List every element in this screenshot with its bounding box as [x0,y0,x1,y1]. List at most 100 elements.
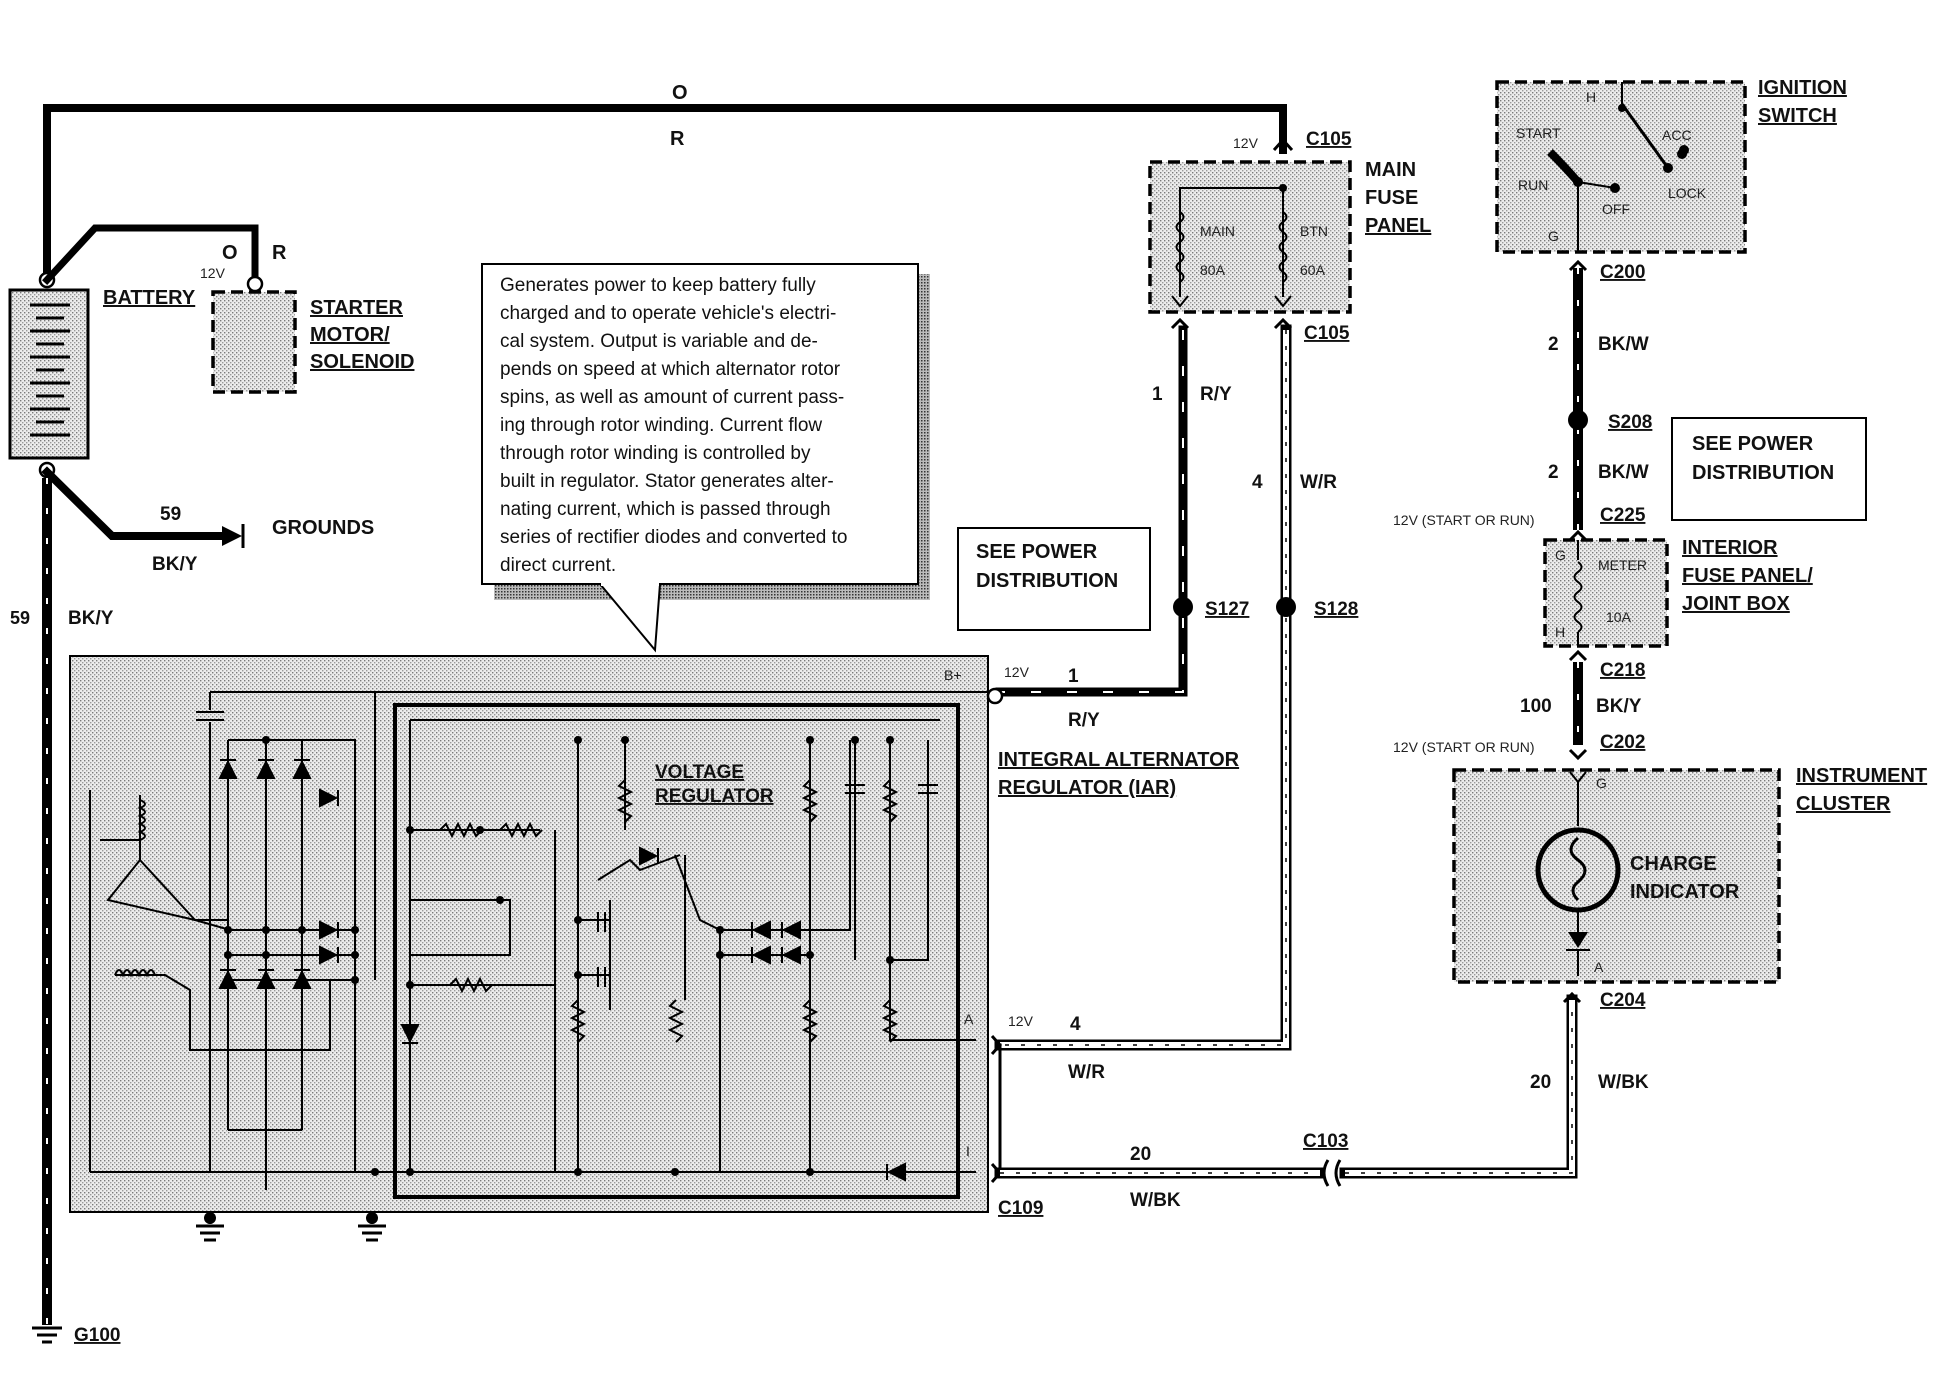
ign-pos-g: G [1548,228,1559,244]
ign-pos-h: H [1586,89,1596,105]
bkw-color: BK/W [1598,334,1649,355]
a-voltage: 12V [1008,1013,1034,1029]
bkw-circuit-2: 2 [1548,462,1559,483]
iar-label-2: REGULATOR (IAR) [998,777,1176,799]
c202-label: C202 [1600,732,1645,753]
cluster-label-1: INSTRUMENT [1796,765,1927,787]
note-line-6: ing through rotor winding. Current flow [500,415,822,436]
alternator-regulator: VOLTAGE REGULATOR B+ A I 12V 1 R/Y 12V 4… [69,655,1240,1242]
c218-label: C218 [1600,660,1645,681]
s208-label: S208 [1608,412,1652,433]
wr-circuit: 4 [1252,472,1263,493]
charge-indicator-label-2: INDICATOR [1630,881,1740,903]
interior-label-1: INTERIOR [1682,537,1778,559]
see-power-distribution-1: SEE POWER DISTRIBUTION [957,527,1151,631]
voltage-regulator-label-1: VOLTAGE [655,762,744,783]
ground-color: BK/Y [68,608,114,629]
ign-pos-start: START [1516,125,1561,141]
starter-wire-o: O [222,242,238,264]
c225-label: C225 [1600,505,1646,526]
main-fuse-conn-top: C105 [1306,129,1352,150]
grounds-color: BK/Y [152,554,198,575]
interior-fuse-rating: 10A [1606,609,1632,625]
starter-solenoid: O R 12V STARTER MOTOR/ SOLENOID [200,242,414,394]
ignition-label-2: SWITCH [1758,105,1837,127]
ignition-label-1: IGNITION [1758,77,1847,99]
ign-pos-off: OFF [1602,201,1630,217]
wr-color: W/R [1300,472,1337,493]
main-fuse-label-2: FUSE [1365,187,1418,209]
battery: BATTERY [8,271,196,479]
charge-indicator-label-1: CHARGE [1630,853,1717,875]
bkw-circuit: 2 [1548,334,1559,355]
interior-pin-h: H [1555,624,1565,640]
cluster-label-2: CLUSTER [1796,793,1891,815]
main-fuse-conn-bottom: C105 [1304,323,1350,344]
ignition-switch: H START ACC RUN OFF LOCK G IGNITION SWIT… [1495,77,1847,283]
starter-label-1: STARTER [310,297,404,319]
interior-label-2: FUSE PANEL/ [1682,565,1813,587]
note-line-1: Generates power to keep battery fully [500,275,816,296]
voltage-regulator-label-2: REGULATOR [655,786,774,807]
starter-label-3: SOLENOID [310,351,414,373]
interior-pin-g: G [1555,547,1566,563]
grounds-branch: 59 BK/Y GROUNDS [41,466,374,575]
wbk-color: W/BK [1598,1072,1649,1093]
battery-ground-wire: 59 BK/Y G100 [10,478,120,1346]
description-note: Generates power to keep battery fully ch… [481,263,930,653]
see-power-2-line-1: SEE POWER [1692,433,1814,455]
starter-wire-r: R [272,242,287,264]
bky-wire: 100 BK/Y 12V (START OR RUN) C202 [1393,662,1645,761]
main-fuse-2-name: BTN [1300,223,1328,239]
s128-label: S128 [1314,599,1358,620]
bkw-wire: 2 BK/W S208 2 BK/W [1548,268,1652,530]
note-line-5: spins, as well as amount of current pass… [500,387,844,408]
wr-wire: 4 W/R S128 [994,324,1358,1051]
b-plus-voltage: 12V [1004,664,1030,680]
grounds-label: GROUNDS [272,517,374,539]
s127-label: S127 [1205,599,1249,620]
note-line-8: built in regulator. Stator generates alt… [500,471,834,492]
interior-label-3: JOINT BOX [1682,593,1790,615]
top-power-wire: O R [43,82,1287,282]
grounds-circuit: 59 [160,504,181,525]
see-power-1-line-2: DISTRIBUTION [976,570,1118,592]
wbk-wire: C103 20 W/BK 20 W/BK [994,994,1649,1211]
see-power-distribution-2: SEE POWER DISTRIBUTION [1671,417,1867,521]
interior-fuse-panel: 12V (START OR RUN) C225 G H METER 10A IN… [1393,505,1813,681]
terminal-b-plus: B+ [944,667,962,683]
battery-label: BATTERY [103,287,196,309]
bkw-color-2: BK/W [1598,462,1649,483]
instrument-cluster: G A CHARGE INDICATOR INSTRUMENT CLUSTER … [1452,765,1927,1011]
wire-color-bottom: R [670,128,685,150]
c204-label: C204 [1600,990,1646,1011]
interior-fuse-name: METER [1598,557,1647,573]
note-line-9: nating current, which is passed through [500,499,831,520]
wire-color-top: O [672,82,688,104]
i-circuit: 20 [1130,1144,1151,1165]
note-line-7: through rotor winding is controlled by [500,443,811,464]
bky-circuit: 100 [1520,696,1552,717]
c200-label: C200 [1600,262,1645,283]
see-power-2-line-2: DISTRIBUTION [1692,462,1834,484]
ground-circuit: 59 [10,608,30,628]
note-line-10: series of rectifier diodes and converted… [500,527,847,548]
note-line-11: direct current. [500,555,616,576]
ground-id: G100 [74,1325,120,1346]
iar-label-1: INTEGRAL ALTERNATOR [998,749,1240,771]
main-fuse-label-3: PANEL [1365,215,1431,237]
note-line-2: charged and to operate vehicle's electri… [500,303,836,324]
ign-pos-run: RUN [1518,177,1548,193]
cluster-pin-a: A [1594,959,1604,975]
cluster-pin-g: G [1596,775,1607,791]
main-fuse-panel: 12V C105 MAIN 80A BTN 60A MAIN FUSE PANE… [1148,129,1431,344]
i-color: W/BK [1130,1190,1181,1211]
ign-pos-lock: LOCK [1668,185,1707,201]
main-fuse-label-1: MAIN [1365,159,1416,181]
a-circuit: 4 [1070,1014,1081,1035]
alternator-ground-symbols [196,1212,386,1242]
note-line-3: cal system. Output is variable and de- [500,331,818,352]
main-fuse-voltage: 12V [1233,135,1259,151]
interior-fuse-voltage: 12V (START OR RUN) [1393,512,1535,528]
